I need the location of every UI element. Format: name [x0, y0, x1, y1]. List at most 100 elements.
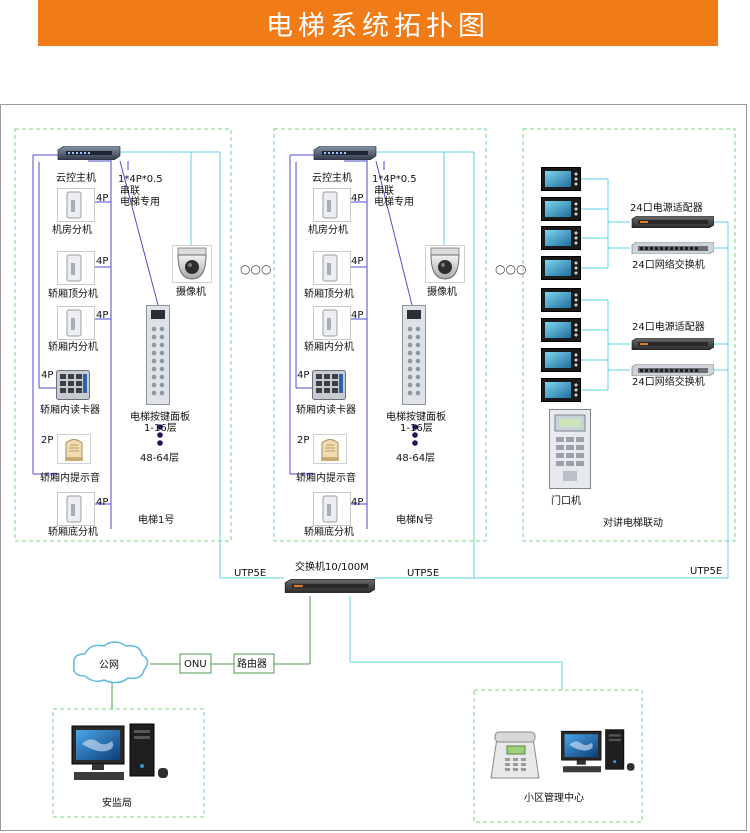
mgmt-center-pc [561, 729, 635, 773]
zone3-label: 对讲电梯联动 [603, 516, 663, 529]
zone3-power-adapter-2 [631, 338, 714, 350]
ellipsis-right: ○○○ [495, 262, 526, 276]
outer-frame [0, 104, 747, 831]
zone2-car-inside-label: 轿厢内分机 [304, 340, 354, 353]
router-label: 路由器 [237, 657, 267, 670]
zone2-port-car-inside: 4P [351, 310, 363, 321]
zone2-floors-high: 48-64层 [396, 452, 435, 464]
zone1-port-car-top: 4P [96, 256, 108, 267]
zone1-floors-high: 48-64层 [140, 452, 179, 464]
zone1-floors-low: 1-16层 [144, 422, 177, 434]
network-text: UTP5E 交换机10/100M UTP5E UTP5E 公网 ONU 路由器 … [99, 560, 722, 809]
zone2-card-reader-device [312, 370, 346, 400]
zone1-cable-dedicated: 电梯专用 [120, 195, 160, 208]
zone2-controller-label: 云控主机 [312, 171, 352, 184]
zone3-network-switch-label-2: 24口网络交换机 [632, 375, 705, 388]
zone1-car-bottom-label: 轿厢底分机 [48, 525, 98, 538]
utp-left-label: UTP5E [234, 568, 266, 579]
zone1-cable-spec: 1*4P*0.5 [118, 174, 163, 185]
zone1-card-reader-device [56, 370, 90, 400]
public-network-cloud [72, 641, 149, 684]
zone2-card-reader-label: 轿厢内读卡器 [296, 403, 356, 416]
zone2-floors-low: 1-16层 [400, 422, 433, 434]
zone1-wiring [32, 151, 284, 579]
zone1-machine-room-label: 机房分机 [52, 223, 92, 236]
utp-right-label: UTP5E [690, 566, 722, 577]
zone2-voice-prompt-label: 轿厢内提示音 [296, 471, 356, 484]
zone2-car-bottom-label: 轿厢底分机 [304, 525, 354, 538]
mgmt-center-label: 小区管理中心 [524, 791, 584, 804]
zone2-cable-serial: 串联 [374, 185, 394, 197]
zone2-machine-room-label: 机房分机 [308, 223, 348, 236]
zone3-monitor-5 [541, 288, 581, 312]
zone2-cable-spec: 1*4P*0.5 [372, 174, 417, 185]
zone3-network-switch-label-1: 24口网络交换机 [632, 258, 705, 271]
zone2-button-panel-device [402, 305, 426, 405]
zone2-port-voice: 2P [297, 435, 309, 446]
zone3-monitor-1 [541, 167, 581, 191]
zone1-car-inside-device [57, 306, 95, 340]
zone2-port-car-top: 4P [351, 256, 363, 267]
zone1-button-panel-label: 电梯按键面板 [130, 410, 190, 423]
zone3-monitor-6 [541, 318, 581, 342]
zone3-door-unit-device [549, 409, 591, 489]
zone2-port-car-bottom: 4P [351, 497, 363, 508]
network-wiring [111, 596, 563, 709]
zone2-car-top-label: 轿厢顶分机 [304, 287, 354, 300]
zone1-port-car-inside: 4P [96, 310, 108, 321]
zone3-network-switch-2 [631, 364, 714, 376]
zone1-voice-prompt-label: 轿厢内提示音 [40, 471, 100, 484]
zone2-machine-room-device [313, 188, 351, 222]
public-network-label: 公网 [99, 659, 119, 671]
zone2-car-top-device [313, 251, 351, 285]
zone2-cable-dedicated: 电梯专用 [374, 195, 414, 208]
zone1-controller-device [57, 146, 121, 160]
zone2-camera-device [425, 245, 465, 283]
zone1-port-voice: 2P [41, 435, 53, 446]
zone1-port-machine-room: 4P [96, 193, 108, 204]
page-title: 电梯系统拓扑图 [266, 10, 490, 42]
onu-box [179, 653, 212, 674]
zone1-car-bottom-device [57, 492, 95, 526]
zone2-label: 电梯N号 [396, 513, 433, 526]
zone2-wiring [289, 151, 475, 579]
zone2-button-panel-label: 电梯按键面板 [386, 410, 446, 423]
zone3-text: 24口电源适配器 24口网络交换机 24口电源适配器 24口网络交换机 门口机 … [551, 201, 705, 529]
zone3-network-switch-1 [631, 242, 714, 254]
zone3-power-adapter-label-2: 24口电源适配器 [632, 320, 705, 333]
zone1-controller-label: 云控主机 [56, 171, 96, 184]
zone1-camera-device [172, 245, 212, 283]
zone2-port-card-reader: 4P [297, 370, 309, 381]
main-switch-device [284, 578, 375, 594]
zone1-button-panel-device [146, 305, 170, 405]
zone2-controller-device [313, 146, 377, 160]
zone1-car-top-device [57, 251, 95, 285]
zone3-monitor-3 [541, 226, 581, 250]
mgmt-center-phone [490, 731, 540, 779]
zone-borders [14, 128, 736, 823]
ellipsis-markers: ○○○ ○○○ [240, 262, 526, 276]
main-switch-label: 交换机10/100M [295, 560, 369, 573]
zone3-monitor-4 [541, 256, 581, 280]
zone2-car-bottom-device [313, 492, 351, 526]
zone2-camera-label: 摄像机 [427, 285, 457, 298]
zone3-wiring [474, 178, 729, 579]
zone3-monitor-8 [541, 378, 581, 402]
zone3-power-adapter-1 [631, 216, 714, 228]
zone1-machine-room-device [57, 188, 95, 222]
zone1-car-top-label: 轿厢顶分机 [48, 287, 98, 300]
router-box [233, 653, 275, 674]
zone2-port-machine-room: 4P [351, 193, 363, 204]
title-banner: 电梯系统拓扑图 [38, 0, 718, 46]
onu-label: ONU [184, 659, 207, 670]
zone3-monitor-2 [541, 197, 581, 221]
zone2-voice-prompt-device [313, 434, 347, 464]
zone3-door-unit-label: 门口机 [551, 494, 581, 507]
zone1-car-inside-label: 轿厢内分机 [48, 340, 98, 353]
zone1-voice-prompt-device [57, 434, 91, 464]
zone1-cable-serial: 串联 [120, 185, 140, 197]
zone1-port-card-reader: 4P [41, 370, 53, 381]
zone1-port-car-bottom: 4P [96, 497, 108, 508]
zone2-text: 云控主机 1*4P*0.5 串联 电梯专用 4P 机房分机 4P 轿厢顶分机 4… [296, 171, 457, 538]
